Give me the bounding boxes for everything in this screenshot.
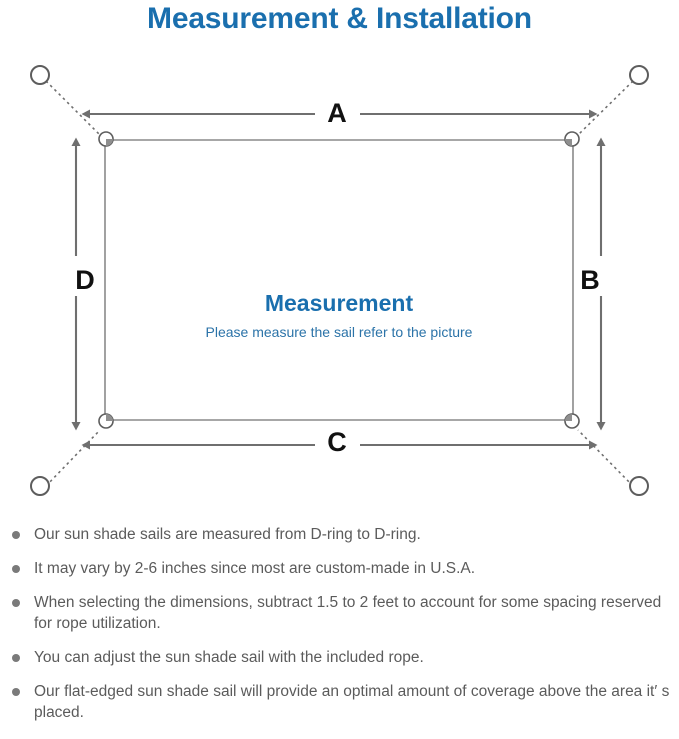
dimension-label-a: A — [320, 98, 354, 128]
note-text: Our flat-edged sun shade sail will provi… — [34, 683, 670, 721]
note-item: When selecting the dimensions, subtract … — [0, 592, 679, 634]
rope-line-bottom-left — [45, 429, 101, 487]
diagram-svg — [30, 65, 649, 496]
bullet-icon — [12, 599, 20, 607]
note-item: Our flat-edged sun shade sail will provi… — [0, 681, 679, 723]
anchor-ring-bottom-right — [629, 476, 649, 496]
anchor-ring-top-right — [629, 65, 649, 85]
note-item: Our sun shade sails are measured from D-… — [0, 524, 679, 545]
d-ring-shade-tl — [106, 139, 113, 146]
bullet-icon — [12, 565, 20, 573]
note-item: It may vary by 2-6 inches since most are… — [0, 558, 679, 579]
note-text: When selecting the dimensions, subtract … — [34, 594, 662, 632]
dimension-label-d: D — [68, 265, 102, 295]
anchor-rings — [30, 65, 649, 496]
dimension-label-b: B — [575, 265, 605, 295]
notes-list: Our sun shade sails are measured from D-… — [0, 524, 679, 736]
bullet-icon — [12, 531, 20, 539]
bullet-icon — [12, 654, 20, 662]
rope-lines — [45, 80, 634, 487]
dimension-arrows — [71, 109, 606, 450]
shade-sail-body — [104, 139, 574, 421]
anchor-ring-bottom-left — [30, 476, 50, 496]
note-text: Our sun shade sails are measured from D-… — [34, 526, 421, 543]
rope-line-top-right — [577, 80, 634, 136]
bullet-icon — [12, 688, 20, 696]
page-title: Measurement & Installation — [147, 2, 532, 35]
note-text: It may vary by 2-6 inches since most are… — [34, 560, 476, 577]
note-item: You can adjust the sun shade sail with t… — [0, 647, 679, 668]
anchor-ring-top-left — [30, 65, 50, 85]
d-ring-shade-bl — [106, 414, 113, 421]
note-text: You can adjust the sun shade sail with t… — [34, 649, 424, 666]
d-ring-shading — [106, 139, 572, 421]
rope-line-bottom-right — [577, 429, 634, 487]
d-ring-shade-tr — [565, 139, 572, 146]
dimension-label-c: C — [320, 427, 354, 457]
d-ring-shade-br — [565, 414, 572, 421]
rope-line-top-left — [45, 80, 101, 136]
